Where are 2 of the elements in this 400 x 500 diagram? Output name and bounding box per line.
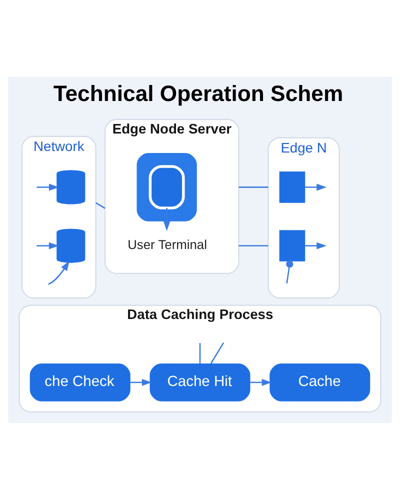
node-text: User Terminal: [128, 237, 207, 252]
diagram-title: Technical Operation Schem: [53, 81, 344, 106]
